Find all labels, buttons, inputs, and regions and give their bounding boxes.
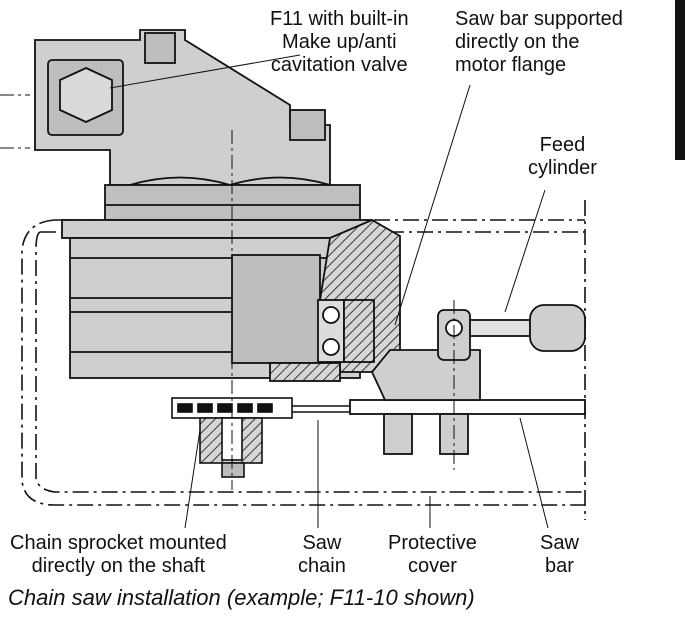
leader-lines xyxy=(109,54,549,529)
saw-bar xyxy=(349,349,586,455)
saw-chain xyxy=(292,405,350,413)
shaft-housing xyxy=(231,254,375,382)
label-protective-cover: Protective cover xyxy=(388,532,477,577)
label-saw-chain: Saw chain xyxy=(298,532,346,577)
centre-lines xyxy=(0,94,455,490)
label-f11-valve: F11 with built-in Make up/anti cavitatio… xyxy=(270,8,409,76)
label-saw-bar-support: Saw bar supported directly on the motor … xyxy=(455,8,623,76)
motor-body xyxy=(34,29,361,221)
label-feed-cylinder: Feed cylinder xyxy=(528,134,597,179)
figure-caption: Chain saw installation (example; F11-10 … xyxy=(8,585,475,610)
feed-cylinder xyxy=(437,304,586,361)
label-chain-sprocket: Chain sprocket mounted directly on the s… xyxy=(10,532,227,577)
label-saw-bar: Saw bar xyxy=(540,532,579,577)
page-margin-bar xyxy=(675,0,685,160)
